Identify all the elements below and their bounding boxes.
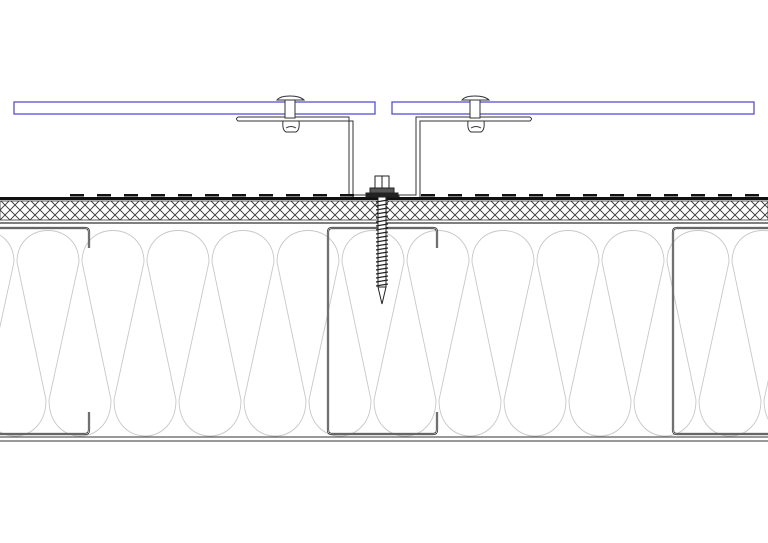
membrane-dash [610, 194, 624, 197]
screw-thread [375, 279, 389, 283]
screw-thread [375, 239, 389, 243]
screw-thread [375, 251, 389, 255]
membrane-dash [286, 194, 300, 197]
membrane-dash [637, 194, 651, 197]
roof-panel-right [391, 101, 755, 115]
screw-thread [375, 211, 389, 215]
screw-thread [375, 267, 389, 271]
c-profile-inner [327, 227, 438, 435]
screw-thread [375, 199, 389, 203]
screw-thread [375, 275, 389, 279]
membrane-dash [745, 194, 759, 197]
membrane-dash [259, 194, 273, 197]
membrane-dash [475, 194, 489, 197]
c-profile-inner [672, 227, 768, 435]
insulation-loops [0, 230, 768, 437]
membrane-dash [664, 194, 678, 197]
screw-thread [375, 203, 389, 207]
panel-clip-right [460, 95, 491, 133]
membrane-dash [421, 194, 435, 197]
screw-thread [375, 227, 389, 231]
screw-thread [375, 271, 389, 275]
membrane-dash [718, 194, 732, 197]
membrane-dash [313, 194, 327, 197]
screw-thread [375, 283, 389, 287]
c-profile-inner [0, 227, 90, 435]
bracket-left [236, 116, 367, 199]
membrane-dash [124, 194, 138, 197]
screw-thread [375, 259, 389, 263]
screw-thread [375, 231, 389, 235]
screw-thread [375, 263, 389, 267]
screw-thread [375, 243, 389, 247]
membrane-dash [502, 194, 516, 197]
bracket-right [398, 116, 532, 199]
membrane-dash [70, 194, 84, 197]
membrane-dash [583, 194, 597, 197]
screw-thread [375, 207, 389, 211]
membrane-dash [691, 194, 705, 197]
membrane-dash [151, 194, 165, 197]
screw-thread [375, 219, 389, 223]
screw-thread [375, 255, 389, 259]
screw-thread [375, 247, 389, 251]
membrane-dash [556, 194, 570, 197]
roof-panel-left [13, 101, 376, 115]
screw-thread [375, 235, 389, 239]
membrane-dash [178, 194, 192, 197]
c-profile [0, 226, 91, 436]
insulation-fill [0, 230, 768, 437]
self-drilling-screw [365, 175, 399, 305]
screw-thread [375, 223, 389, 227]
membrane-dash [97, 194, 111, 197]
membrane-dash [448, 194, 462, 197]
screw-thread [375, 215, 389, 219]
membrane-dash [232, 194, 246, 197]
c-profile [671, 226, 768, 436]
membrane-dash [205, 194, 219, 197]
membrane-dash [340, 194, 354, 197]
membrane-dash [529, 194, 543, 197]
panel-clip-left [275, 95, 306, 133]
